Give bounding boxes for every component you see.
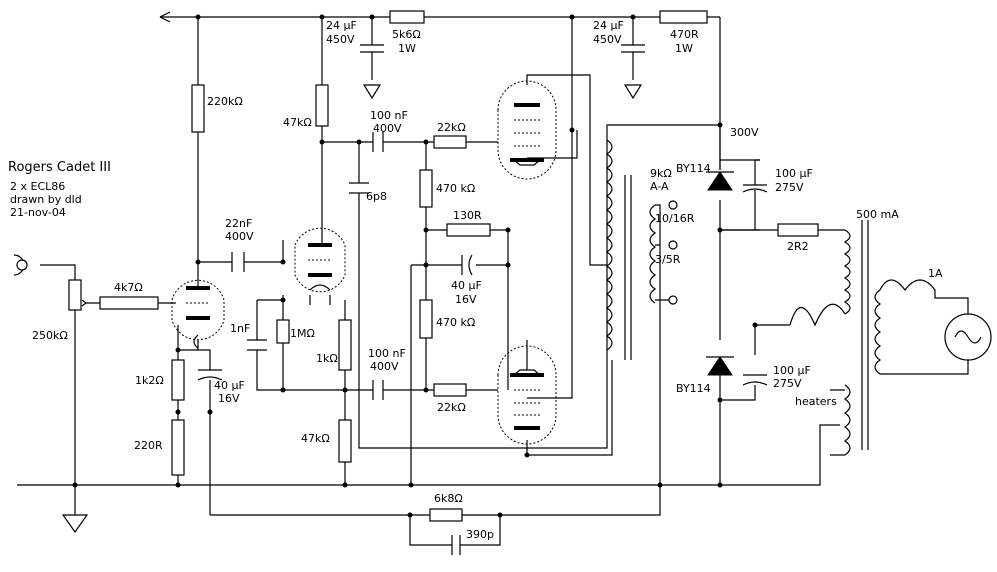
label-c-24u-b-1: 24 µF <box>593 19 624 32</box>
label-r-5k6-2: 1W <box>398 42 416 55</box>
label-r-220k: 220kΩ <box>207 95 243 108</box>
resistor-470k-bot <box>419 299 433 339</box>
label-v-300: 300V <box>730 126 759 139</box>
label-r-1k: 1kΩ <box>316 352 338 365</box>
label-i-1A: 1A <box>928 267 943 280</box>
label-tr-out-2: A-A <box>650 180 669 193</box>
label-c-100n-bot-2: 400V <box>370 360 399 373</box>
label-r-47k-top: 47kΩ <box>283 116 312 129</box>
label-tr-out-1: 9kΩ <box>650 167 672 180</box>
transformers <box>605 139 992 456</box>
diodes <box>706 171 734 376</box>
capacitors <box>197 44 768 555</box>
label-r-2R2: 2R2 <box>787 240 809 253</box>
label-r-470k-top: 470 kΩ <box>436 182 475 195</box>
diode-top <box>707 171 733 191</box>
label-r-47k-bot: 47kΩ <box>301 432 330 445</box>
tube-output-top <box>497 80 557 180</box>
label-c-100u-bot-1: 100 µF <box>773 364 811 377</box>
label-d-bot: BY114 <box>676 382 711 395</box>
label-c-100u-bot-2: 275V <box>773 377 802 390</box>
tube-input <box>171 279 225 341</box>
label-c-100n-bot-1: 100 nF <box>368 347 406 360</box>
label-c-24u-a-2: 450V <box>326 33 355 46</box>
label-d-top: BY114 <box>676 162 711 175</box>
resistor-1M <box>276 319 290 344</box>
label-c-24u-b-2: 450V <box>593 33 622 46</box>
title-line2: drawn by dld <box>10 193 82 206</box>
label-heaters: heaters <box>795 395 837 408</box>
label-c-40u-mid-1: 40 µF <box>451 279 482 292</box>
resistor-22k-bot <box>433 383 467 397</box>
label-c-40u-left-1: 40 µF <box>214 379 245 392</box>
resistor-1k2 <box>171 359 185 401</box>
label-c-100u-top-2: 275V <box>775 181 804 194</box>
label-c-22n-2: 400V <box>225 230 254 243</box>
label-r-22k-top: 22kΩ <box>437 121 466 134</box>
label-r-6k8: 6k8Ω <box>434 492 463 505</box>
label-r-4k7: 4k7Ω <box>114 281 143 294</box>
resistor-2r2 <box>777 223 819 237</box>
label-c-100n-top-1: 100 nF <box>370 109 408 122</box>
potentiometer-250k <box>68 279 82 311</box>
label-pot-250k: 250kΩ <box>32 329 68 342</box>
label-c-100u-top-1: 100 µF <box>775 167 813 180</box>
label-r-470k-bot: 470 kΩ <box>436 316 475 329</box>
label-c-1n: 1nF <box>230 322 250 335</box>
label-c-390p: 390p <box>466 528 494 541</box>
title-line1: 2 x ECL86 <box>10 180 65 193</box>
label-c-40u-mid-2: 16V <box>455 293 477 306</box>
title-line3: 21-nov-04 <box>10 206 66 219</box>
label-c-100n-top-2: 400V <box>373 122 402 135</box>
text-labels: Rogers Cadet III 2 x ECL86 drawn by dld … <box>8 19 943 541</box>
resistor-1k <box>338 319 352 371</box>
diode-bot <box>707 356 733 376</box>
label-tap-2: 3/5R <box>655 253 681 266</box>
resistor-4k7 <box>99 296 159 310</box>
resistor-47k-top <box>315 84 329 127</box>
resistor-470k-top <box>419 169 433 208</box>
title-name: Rogers Cadet III <box>8 160 111 175</box>
resistor-5k6 <box>389 10 425 24</box>
label-i-500m: 500 mA <box>856 208 899 221</box>
resistor-130r <box>446 223 491 237</box>
label-r-5k6-1: 5k6Ω <box>392 28 421 41</box>
label-r-22k-bot: 22kΩ <box>437 401 466 414</box>
label-c-22n-1: 22nF <box>225 217 252 230</box>
label-r-1k2: 1k2Ω <box>135 374 164 387</box>
label-r-470-2: 1W <box>675 42 693 55</box>
tubes <box>171 80 557 445</box>
resistor-22k-top <box>433 135 467 149</box>
wires <box>17 11 845 546</box>
label-r-470-1: 470R <box>670 28 699 41</box>
input-jack <box>16 259 28 271</box>
resistor-470r <box>659 10 708 24</box>
tube-second <box>294 227 346 293</box>
resistor-220r <box>171 419 185 476</box>
resistors <box>99 10 819 522</box>
input-section <box>13 254 89 534</box>
label-c-24u-a-1: 24 µF <box>326 19 357 32</box>
label-c-40u-left-2: 16V <box>218 392 240 405</box>
label-r-220: 220R <box>134 439 163 452</box>
resistor-6k8 <box>429 508 463 522</box>
label-tap-1: 10/16R <box>655 212 695 225</box>
resistor-47k-bot <box>338 419 352 463</box>
label-r-1M: 1MΩ <box>290 327 315 340</box>
resistor-220k <box>191 84 205 133</box>
label-c-6p8: 6p8 <box>366 190 387 203</box>
junction-dots <box>72 14 758 518</box>
label-r-130: 130R <box>453 209 482 222</box>
